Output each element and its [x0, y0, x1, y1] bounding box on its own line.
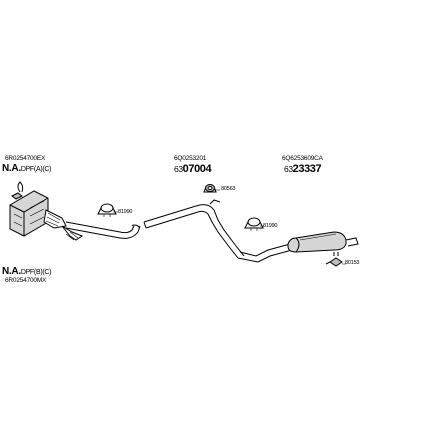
right-part-code-value: 23337: [292, 163, 322, 175]
left-top-na: N.A.: [2, 163, 21, 174]
clamp-mid-number: 80563: [221, 186, 236, 192]
mid-part-code: 6307004: [174, 163, 212, 175]
catalytic-converter-dpf: [9, 181, 49, 237]
mid-part-number: 6Q0253201: [174, 155, 207, 162]
mid-part-prefix: 63: [174, 164, 183, 174]
clamp-right-icon: [244, 217, 264, 231]
left-top-na-suffix: DPF(A)(C): [20, 166, 52, 173]
clamp-left-icon: [97, 203, 117, 217]
middle-pipe: [143, 199, 245, 259]
left-bottom-na-label: N.A.DPF(B)(C): [2, 267, 51, 277]
left-bottom-part-number: 6R0254700MX: [5, 277, 47, 284]
left-bottom-na-suffix: DPF(B)(C): [20, 269, 52, 276]
right-part-number: 6Q6253609CA: [282, 155, 323, 162]
rear-hanger-number: 80153: [345, 260, 360, 266]
left-top-part-number: 6R0254700EX: [5, 155, 46, 162]
right-part-prefix: 63: [284, 164, 293, 174]
front-pipe: [65, 221, 141, 239]
rear-muffler-assembly: [237, 231, 359, 263]
clamp-left-number: 81990: [118, 209, 133, 215]
flex-connector: [43, 209, 84, 241]
clamp-right-number: 81990: [263, 223, 278, 229]
clamp-mid-icon: [203, 184, 217, 193]
mid-part-code-value: 07004: [182, 163, 212, 175]
left-bottom-na: N.A.: [2, 266, 21, 277]
right-part-code: 6323337: [284, 163, 322, 175]
rear-hanger-icon: [325, 252, 343, 267]
left-top-na-label: N.A.DPF(A)(C): [2, 164, 51, 174]
